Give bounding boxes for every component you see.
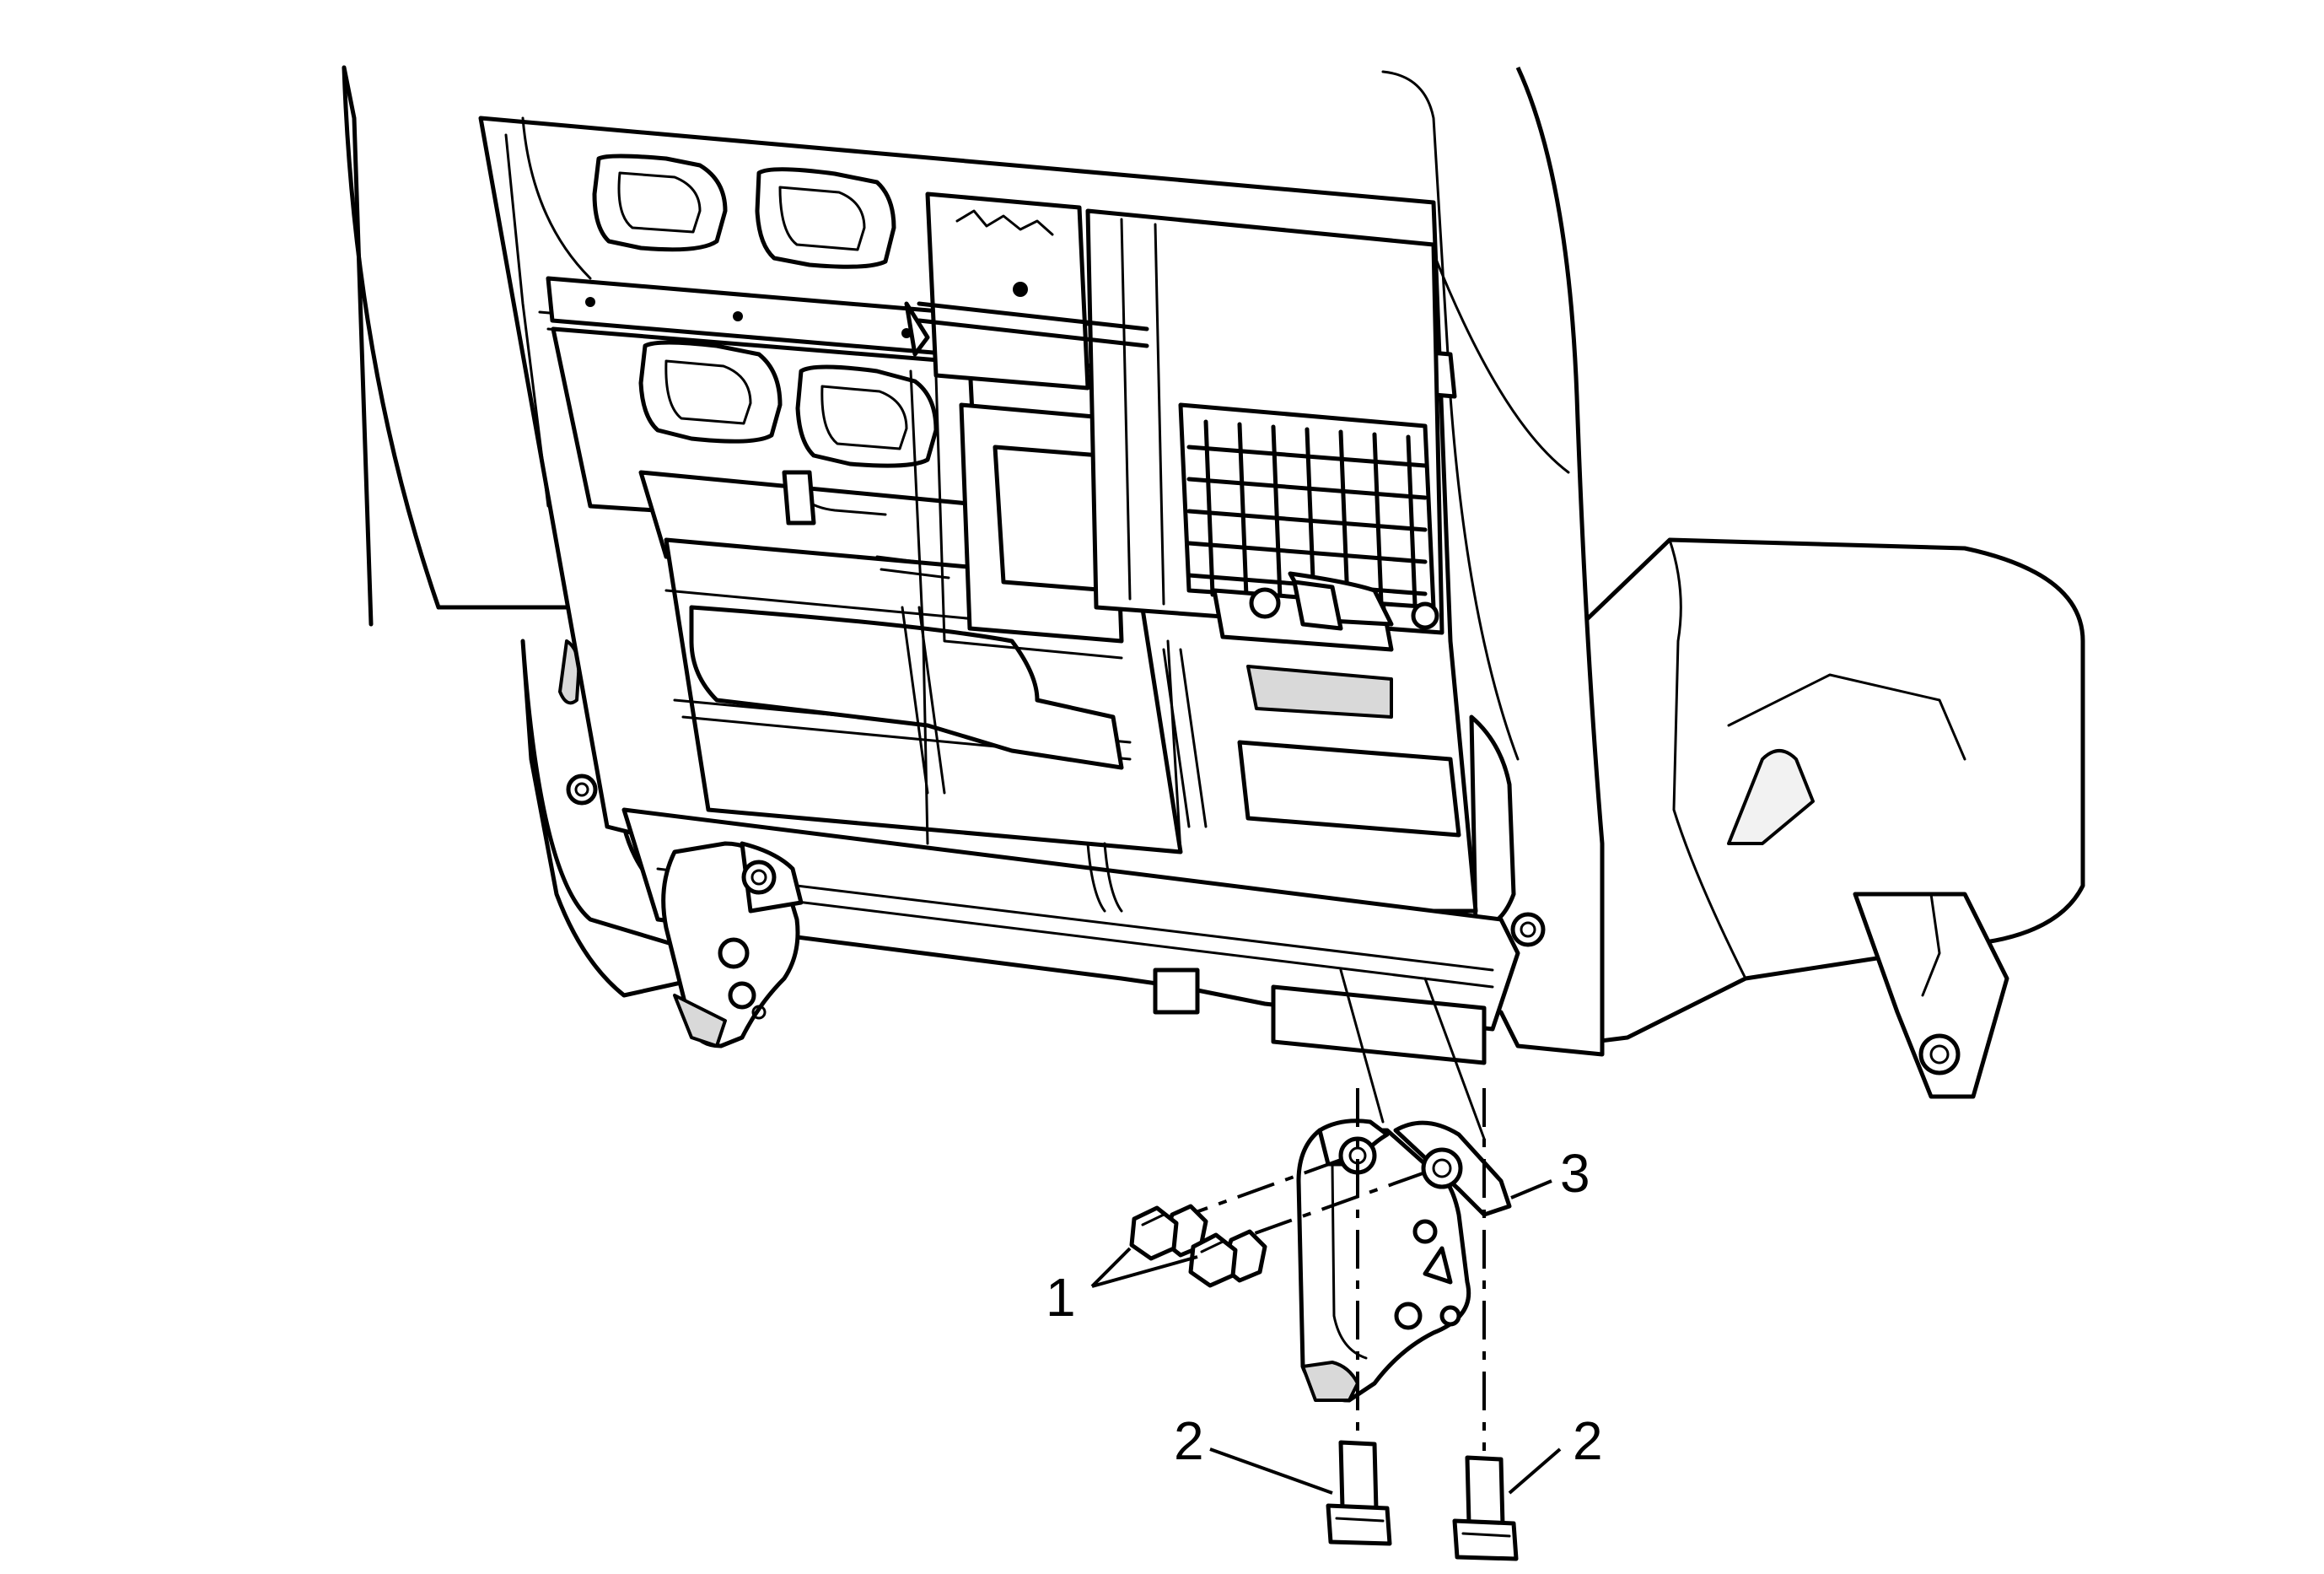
center-module xyxy=(925,191,1444,660)
bottom-rail-and-left-hinge xyxy=(621,807,1520,1065)
mesh-line xyxy=(1186,445,1428,468)
callout-3: 3 xyxy=(1560,1143,1590,1204)
seat-back-recess-pockets xyxy=(592,154,939,468)
callout-1: 1 xyxy=(1046,1267,1076,1328)
mesh-line xyxy=(1186,509,1428,532)
leader-lines xyxy=(1090,1179,1562,1495)
mesh-line xyxy=(1186,477,1428,500)
wire-rods xyxy=(521,116,1343,854)
explode-lines xyxy=(1188,968,1486,1451)
bolt-pair-item-1 xyxy=(1129,1204,1267,1288)
callout-2-right: 2 xyxy=(1573,1410,1603,1471)
callout-2-left: 2 xyxy=(1174,1410,1204,1471)
mesh-line xyxy=(1186,541,1428,564)
hinge-bracket xyxy=(1296,1119,1512,1403)
seat-cushion xyxy=(1456,537,2085,1099)
bolt-pair-item-2 xyxy=(1326,1440,1519,1561)
